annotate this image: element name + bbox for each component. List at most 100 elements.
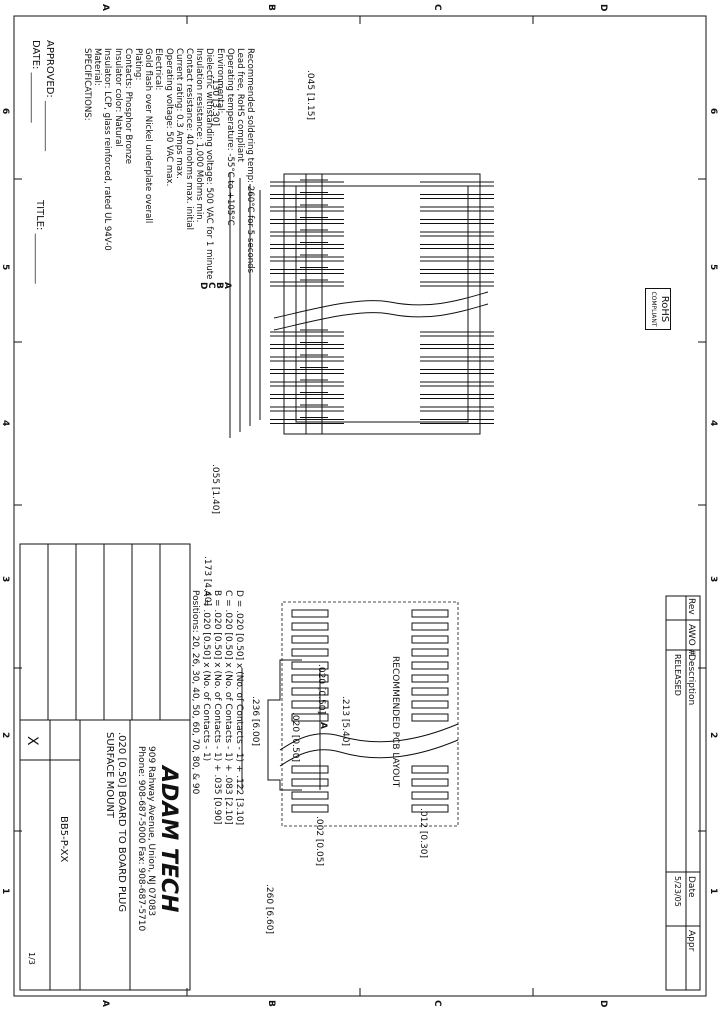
sheet-number: 1/3 [27,952,36,965]
spec-line: Current rating: 0.3 Amps max. [173,48,184,179]
zone-letter: C [432,4,442,11]
spec-line: Plating: [133,48,143,81]
zone-number: 5 [708,264,718,271]
rohs-line2: COMPLIANT [650,291,657,327]
pcb-layout-title: RECOMMENDED PCB LAYOUT [390,656,400,788]
pcb-pad [291,713,329,722]
pcb-inner-dim: .173 [4.40] [202,556,212,606]
zone-number: 5 [0,264,10,271]
zone-number: 4 [0,420,10,427]
pcb-pad [411,791,449,800]
revision-table [665,595,701,991]
height-1-dim: .213 [5.40] [340,696,350,746]
end-profile [267,659,302,791]
rev-header: Description [686,654,696,706]
pcb-pad [411,661,449,670]
rev-header: Date [686,876,696,898]
rev-value: RELEASED [673,654,682,696]
pcb-pad [411,648,449,657]
spec-line: SPECIFICATIONS: [82,48,92,121]
rohs-logo: RoHS COMPLIANT [645,288,671,330]
spec-line: Operating temperature: -55°C to +105°C [224,48,235,226]
pcb-break [279,723,459,751]
position-line: A = .020 [0.50] x (No. of Contacts - 1) [201,590,211,762]
zone-letter: D [598,1000,608,1008]
zone-letter: B [266,4,276,11]
pcb-pad [411,778,449,787]
title-field: TITLE: __________ [34,200,45,284]
title-line-1: .020 [0.50] BOARD TO BOARD PLUG [116,732,127,913]
spec-line: Insulator color: Natural [112,48,123,147]
rev-header: AWO # [686,624,696,657]
pcb-pad [411,765,449,774]
spec-line: Electrical: [153,48,164,91]
pcb-pad [291,700,329,709]
spec-line: Material: [92,48,103,86]
company-name: ADAM TECH [156,766,181,913]
pcb-outline [281,601,459,827]
pcb-pad [291,661,329,670]
connector-inner-top [295,185,469,423]
spec-line: Lead free, RoHS compliant [235,48,245,162]
date-field: DATE: __________ [30,40,41,123]
rohs-line1: RoHS [659,295,670,323]
pcb-outer-dim: .260 [6.60] [264,884,274,934]
zone-number: 2 [0,732,10,739]
rev-header: Appr [686,930,696,952]
spec-line: Gold flash over Nickel underplate overal… [143,48,154,224]
pcb-pad-dim: .012 [0.30] [418,808,428,858]
pcb-pad [291,674,329,683]
height-pitch-dim: .020 [0.50] [290,712,300,762]
spec-line: Recommended soldering temp: 260°C for 5 … [245,48,256,274]
title-line-2: SURFACE MOUNT [104,732,115,819]
pcb-pad [411,687,449,696]
zone-number: 1 [0,888,10,895]
zone-letter: A [100,4,110,11]
zone-number: 6 [0,108,10,115]
break-line [273,303,489,331]
zone-letter: C [432,1000,442,1007]
rev-value: 5/23/05 [673,876,682,907]
pcb-pad [291,648,329,657]
pcb-pad [411,674,449,683]
spec-line: Insulation resistance: 1,000 Mohms min. [194,48,205,223]
pcb-pad [291,609,329,618]
pcb-pad [291,791,329,800]
zone-number: 1 [708,888,718,895]
pcb-pitch-dim: .020 [0.50] [316,664,326,714]
position-line: Positions: 20, 26, 30, 40, 50, 60, 70, 8… [190,590,200,795]
connector-side-view [305,173,323,435]
company-phone: Phone: 908-687-5000 Fax: 908-687-5710 [136,746,146,932]
pcb-pad [411,804,449,813]
pcb-pad [291,804,329,813]
spec-line: Contact resistance: 40 mohms max. initia… [184,48,194,231]
position-line: C = .020 [0.50] x (No. of Contacts - 1) … [223,590,233,825]
pcb-pad [291,622,329,631]
side-width-dim: .045 [1.15] [305,70,315,120]
x-mark: X [24,736,40,746]
pcb-pad [411,609,449,618]
zone-letter: B [266,1000,276,1007]
pcb-pad [291,635,329,644]
spec-line: Contacts: Phosphor Bronze [122,48,133,165]
zone-letter: D [598,4,608,12]
top-offset-dim: .130 [3.30] [210,76,220,126]
part-number: BB5-P-XX [58,816,69,863]
pcb-pad [411,713,449,722]
pcb-label-a: A [318,722,328,729]
pcb-pad [411,700,449,709]
pcb-pad [291,687,329,696]
break-line [273,291,489,319]
approved-field: APPROVED: __________ [44,40,55,151]
spec-line: Operating voltage: 50 VAC max. [163,48,174,187]
position-line: B = .020 [0.50] x (No. of Contacts - 1) … [212,590,222,825]
pcb-break [279,739,459,767]
pcb-pad [291,778,329,787]
zone-letter: A [100,1000,110,1007]
pitch-bottom-dim: .055 [1.40] [210,464,220,514]
position-line: D = .020 [0.50] x (No. of Contacts - 1) … [234,590,244,826]
zone-number: 2 [708,732,718,739]
